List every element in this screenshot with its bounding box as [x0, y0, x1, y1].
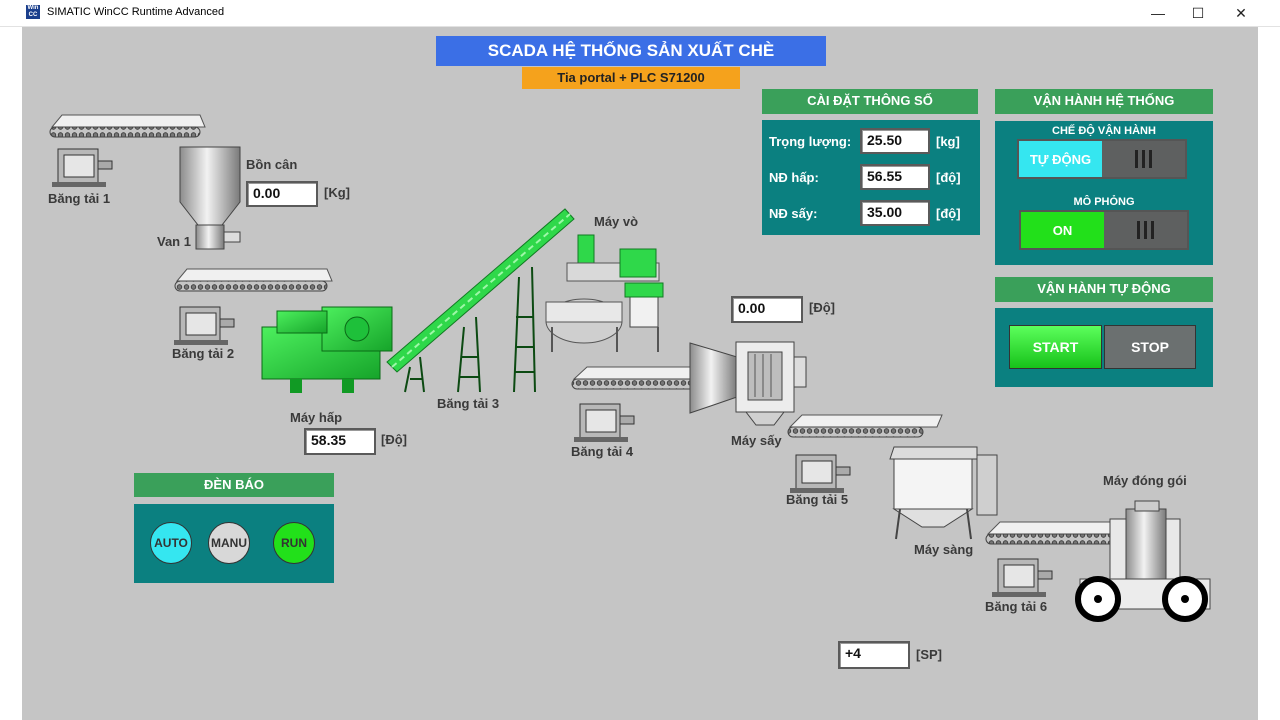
rolling-machine: [545, 234, 664, 352]
label-weighing-tank: Bồn cân: [246, 157, 298, 172]
conveyor-6: [985, 521, 1123, 545]
dryer-temperature-value[interactable]: 0.00: [731, 296, 803, 323]
dryer-machine: [689, 341, 807, 426]
auto-lamp: AUTO: [150, 522, 192, 564]
stop-button[interactable]: STOP: [1104, 325, 1196, 369]
steamer-temperature-value[interactable]: 58.35: [304, 428, 376, 455]
dryer-temperature-unit: [Độ]: [809, 300, 835, 315]
label-conveyor-2: Băng tải 2: [172, 346, 235, 361]
motor-2: [174, 306, 235, 345]
start-button[interactable]: START: [1009, 325, 1102, 369]
mode-toggle[interactable]: TỰ ĐỘNG: [1017, 139, 1187, 179]
page-title: SCADA HỆ THỐNG SẢN XUẤT CHÈ: [436, 36, 826, 66]
product-counter-value[interactable]: +4: [838, 641, 910, 669]
weight-unit: [kg]: [936, 134, 960, 149]
label-conveyor-4: Băng tải 4: [571, 444, 634, 459]
mode-toggle-grip: [1102, 141, 1185, 177]
run-lamp: RUN: [273, 522, 315, 564]
sieve-machine: [889, 446, 998, 540]
label-rolling-machine: Máy vò: [594, 214, 639, 229]
conveyor-4: [571, 366, 708, 390]
weighing-tank-unit: [Kg]: [324, 185, 350, 200]
process-diagram: [49, 114, 1211, 622]
conveyor-1: [49, 114, 206, 138]
weight-input[interactable]: 25.50: [860, 128, 930, 154]
label-conveyor-3: Băng tải 3: [437, 396, 500, 411]
motor-6: [992, 558, 1053, 597]
label-sieve: Máy sàng: [914, 542, 974, 557]
label-dryer: Máy sấy: [731, 433, 782, 448]
conveyor-5: [787, 414, 943, 438]
steam-temp-input[interactable]: 56.55: [860, 164, 930, 190]
window-title: SIMATIC WinCC Runtime Advanced: [47, 6, 225, 18]
settings-panel: Trọng lượng: 25.50 [kg] NĐ hấp: 56.55 [đ…: [762, 120, 980, 235]
label-packing-machine: Máy đóng gói: [1103, 473, 1187, 488]
label-conveyor-1: Băng tải 1: [48, 191, 111, 206]
dry-temp-label: NĐ sấy:: [769, 206, 818, 221]
motor-1: [52, 148, 113, 187]
motor-5: [790, 454, 851, 493]
indicator-header: ĐÈN BÁO: [134, 473, 334, 497]
dry-temp-unit: [độ]: [936, 206, 961, 221]
indicator-panel: AUTO MANU RUN: [134, 504, 334, 583]
dry-temp-input[interactable]: 35.00: [860, 200, 930, 226]
product-counter-unit: [SP]: [916, 647, 942, 662]
weighing-tank-value[interactable]: 0.00: [246, 181, 318, 207]
wincc-app-icon: Win CC: [26, 5, 40, 19]
settings-header: CÀI ĐẶT THÔNG SỐ: [762, 89, 978, 114]
scada-screen: SCADA HỆ THỐNG SẢN XUẤT CHÈ Tia portal +…: [22, 27, 1258, 720]
motor-4: [574, 403, 635, 442]
packing-machine: [1075, 500, 1211, 622]
window-titlebar: Win CC SIMATIC WinCC Runtime Advanced — …: [0, 0, 1280, 27]
steam-temp-unit: [độ]: [936, 170, 961, 185]
mode-label: CHẾ ĐỘ VẬN HÀNH: [1052, 125, 1156, 137]
auto-run-header: VẬN HÀNH TỰ ĐỘNG: [995, 277, 1213, 302]
operation-panel: CHẾ ĐỘ VẬN HÀNH TỰ ĐỘNG MÔ PHỎNG ON: [995, 121, 1213, 265]
operation-header: VẬN HÀNH HỆ THỐNG: [995, 89, 1213, 114]
mode-toggle-value: TỰ ĐỘNG: [1019, 141, 1102, 177]
conveyor-2: [174, 268, 333, 292]
page-subtitle: Tia portal + PLC S71200: [522, 67, 740, 89]
label-conveyor-5: Băng tải 5: [786, 492, 849, 507]
simulation-toggle[interactable]: ON: [1019, 210, 1189, 250]
minimize-button[interactable]: —: [1151, 5, 1165, 21]
steam-temp-label: NĐ hấp:: [769, 170, 819, 185]
conveyor-3-inclined: [386, 208, 575, 393]
maximize-button[interactable]: ☐: [1191, 5, 1205, 21]
steamer-temperature-unit: [Độ]: [381, 432, 407, 447]
simulation-label: MÔ PHỎNG: [1073, 196, 1135, 208]
steamer-machine: [261, 306, 393, 393]
weight-label: Trọng lượng:: [769, 134, 852, 149]
label-conveyor-6: Băng tải 6: [985, 599, 1048, 614]
manual-lamp: MANU: [208, 522, 250, 564]
simulation-toggle-grip: [1104, 212, 1187, 248]
weighing-tank: [179, 146, 241, 250]
simulation-toggle-value: ON: [1021, 212, 1104, 248]
auto-run-panel: START STOP: [995, 308, 1213, 387]
label-steamer: Máy hấp: [290, 410, 343, 425]
label-valve-1: Van 1: [157, 234, 191, 249]
close-button[interactable]: ✕: [1235, 5, 1247, 21]
